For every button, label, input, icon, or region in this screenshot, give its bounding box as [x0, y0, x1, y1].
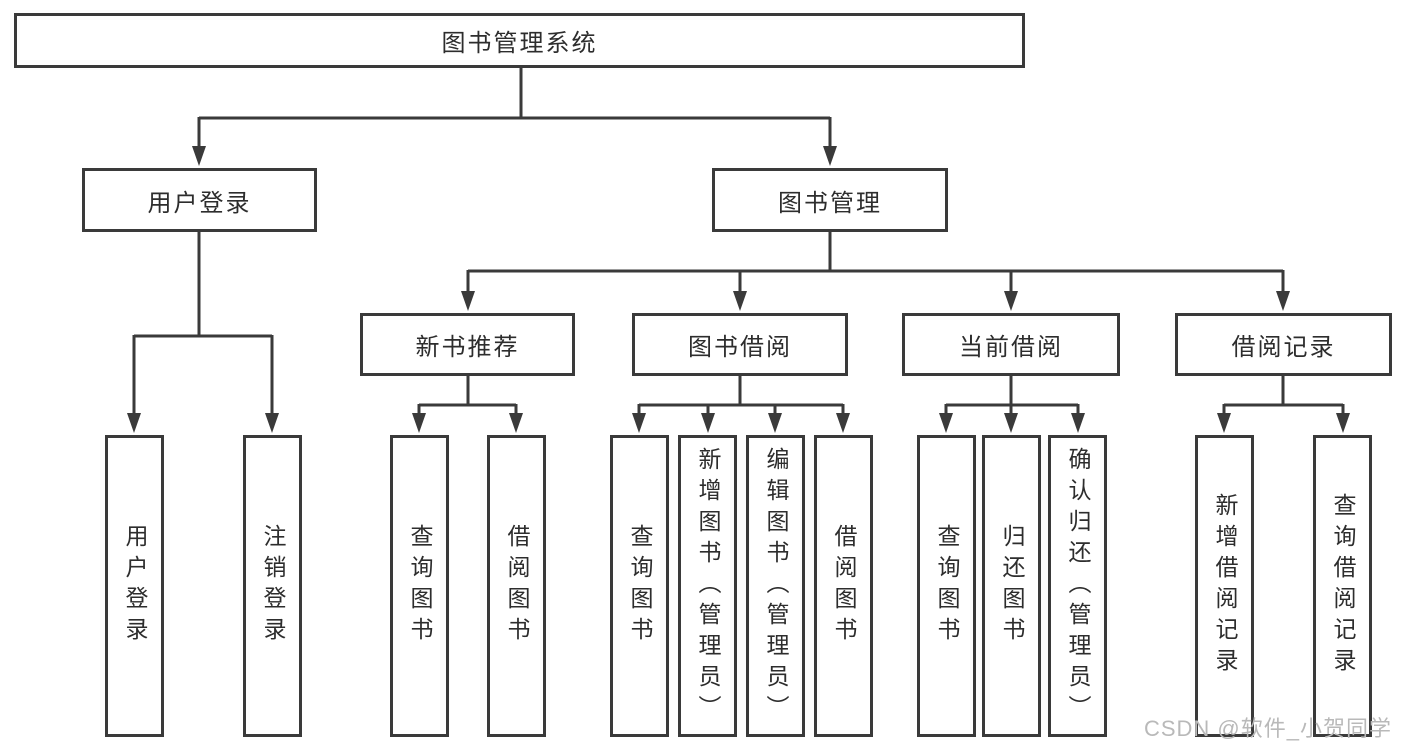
leaf-label: 新增图书（管理员） [695, 446, 721, 726]
leaf-user-login: 用户登录 [105, 435, 164, 737]
leaf-label: 查询图书 [407, 524, 433, 648]
node-label: 新书推荐 [415, 334, 520, 361]
node-book-borrowing: 图书借阅 [632, 313, 848, 376]
leaf-label: 归还图书 [999, 524, 1025, 648]
leaf-query-books: 查询图书 [610, 435, 669, 737]
node-current-borrowing: 当前借阅 [902, 313, 1120, 376]
leaf-confirm-return-admin: 确认归还（管理员） [1048, 435, 1107, 737]
leaf-add-borrow-record: 新增借阅记录 [1195, 435, 1254, 737]
node-library-management-system: 图书管理系统 [14, 13, 1025, 68]
leaf-edit-books-admin: 编辑图书（管理员） [746, 435, 805, 737]
leaf-label: 编辑图书（管理员） [763, 446, 789, 726]
csdn-watermark: CSDN @软件_小贺同学 [1143, 716, 1392, 741]
leaf-label: 借阅图书 [504, 524, 530, 648]
node-label: 图书管理 [778, 189, 882, 217]
leaf-add-books-admin: 新增图书（管理员） [678, 435, 737, 737]
node-user-login: 用户登录 [82, 168, 317, 232]
leaf-return-books: 归还图书 [982, 435, 1041, 737]
leaf-label: 查询图书 [934, 524, 960, 648]
leaf-label: 注销登录 [260, 524, 286, 648]
leaf-query-books: 查询图书 [390, 435, 449, 737]
leaf-label: 确认归还（管理员） [1065, 446, 1091, 726]
leaf-query-borrow-record: 查询借阅记录 [1313, 435, 1372, 737]
node-book-management: 图书管理 [712, 168, 948, 232]
leaf-label: 查询借阅记录 [1330, 493, 1356, 679]
node-new-book-recommendation: 新书推荐 [360, 313, 575, 376]
leaf-label: 查询图书 [627, 524, 653, 648]
node-borrowing-records: 借阅记录 [1175, 313, 1392, 376]
node-label: 图书管理系统 [441, 30, 598, 57]
leaf-label: 新增借阅记录 [1212, 493, 1238, 679]
leaf-borrow-books: 借阅图书 [814, 435, 873, 737]
node-label: 用户登录 [147, 189, 252, 217]
node-label: 借阅记录 [1231, 334, 1336, 361]
node-label: 当前借阅 [959, 334, 1063, 361]
leaf-label: 用户登录 [122, 524, 148, 648]
leaf-logout: 注销登录 [243, 435, 302, 737]
leaf-borrow-books: 借阅图书 [487, 435, 546, 737]
leaf-label: 借阅图书 [831, 524, 857, 648]
leaf-query-books: 查询图书 [917, 435, 976, 737]
node-label: 图书借阅 [688, 334, 792, 361]
